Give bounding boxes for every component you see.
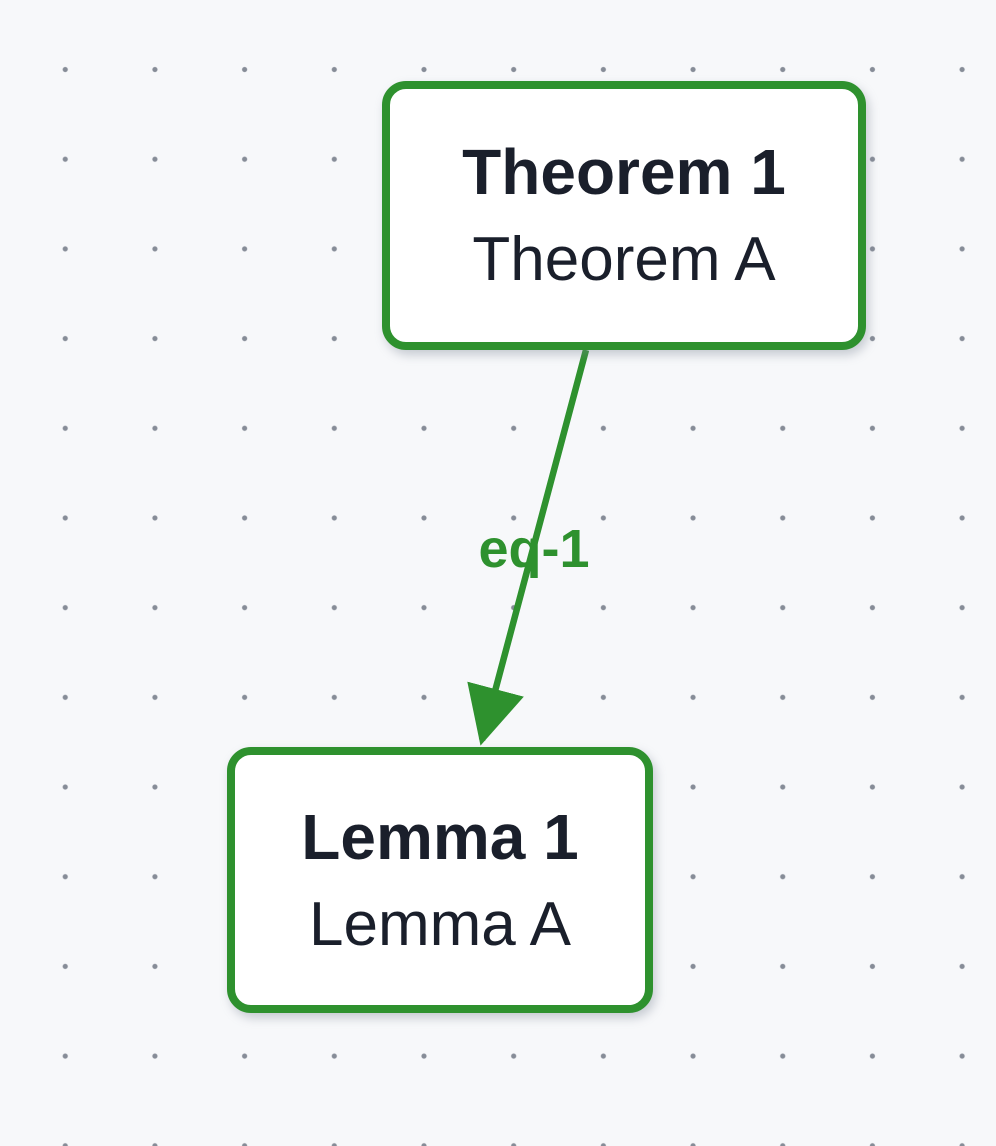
edge-eq-1[interactable] <box>467 349 590 746</box>
node-lemma-1[interactable]: Lemma 1 Lemma A <box>227 747 653 1013</box>
node-lemma-1-subtitle: Lemma A <box>309 889 571 959</box>
node-lemma-1-title: Lemma 1 <box>301 800 579 873</box>
node-theorem-1-title: Theorem 1 <box>462 136 786 208</box>
node-theorem-1-subtitle: Theorem A <box>472 225 776 294</box>
node-theorem-1[interactable]: Theorem 1 Theorem A <box>382 81 866 350</box>
